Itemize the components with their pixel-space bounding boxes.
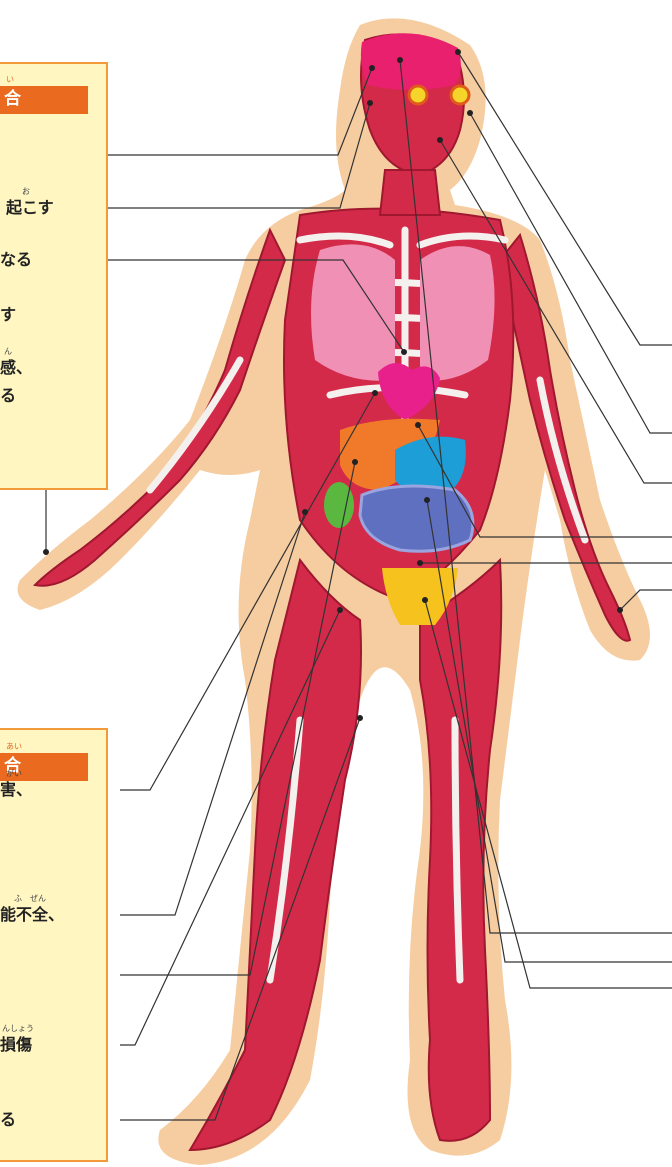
top-line-4-ruby: ん xyxy=(4,348,12,356)
bottom-line-1-ruby: がい xyxy=(6,770,22,778)
bottom-line-3-ruby: んしょう xyxy=(2,1025,34,1033)
panel-top-header: い 合 xyxy=(0,86,88,114)
intestines xyxy=(360,486,473,551)
bottom-line-1-text: 害、 xyxy=(0,780,32,799)
right-eye xyxy=(451,86,469,104)
top-line-2: なる xyxy=(0,250,32,270)
top-line-4: ん 感、 xyxy=(0,358,32,378)
bottom-line-1: がい 害、 xyxy=(0,780,32,800)
bottom-line-4-text: る xyxy=(0,1110,16,1129)
panel-top-header-ruby: い xyxy=(6,76,14,84)
top-line-1: お 起こす xyxy=(6,198,54,218)
top-line-3: す xyxy=(0,305,16,325)
top-line-5-text: る xyxy=(0,386,16,405)
body-silhouette xyxy=(18,18,651,1165)
bottom-line-3-text: 損傷 xyxy=(0,1035,32,1054)
neck xyxy=(380,170,440,215)
info-panel-top xyxy=(0,62,108,490)
bottom-line-2-ruby: ふ ぜん xyxy=(14,895,46,903)
top-line-5: る xyxy=(0,386,16,406)
top-line-1-ruby: お xyxy=(22,188,30,196)
bottom-line-4: る xyxy=(0,1110,16,1130)
top-line-2-text: なる xyxy=(0,250,32,269)
panel-top-header-text: 合 xyxy=(4,89,21,109)
bottom-line-3: んしょう 損傷 xyxy=(0,1035,32,1055)
left-eye xyxy=(409,86,427,104)
panel-bottom-header-ruby: あい xyxy=(6,743,22,751)
top-line-3-text: す xyxy=(0,305,16,324)
bottom-line-2-text: 能不全、 xyxy=(0,905,64,924)
top-line-4-text: 感、 xyxy=(0,358,32,377)
top-line-1-text: 起こす xyxy=(6,198,54,217)
left-lung xyxy=(311,244,395,380)
bottom-line-2: ふ ぜん 能不全、 xyxy=(0,905,64,925)
